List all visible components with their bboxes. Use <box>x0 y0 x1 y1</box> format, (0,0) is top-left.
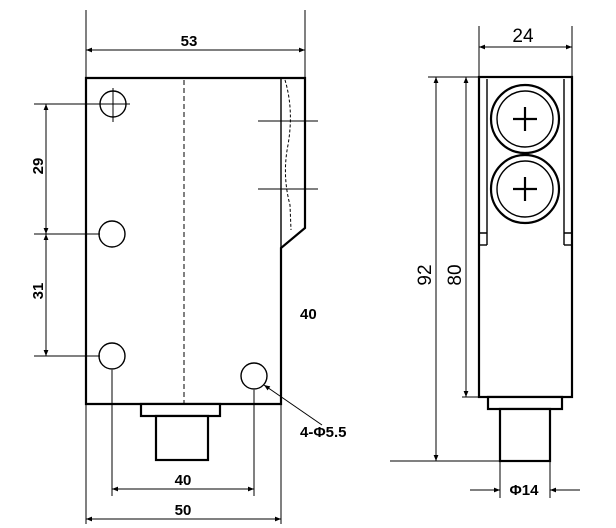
adjust-knob-bottom <box>489 153 561 225</box>
dimension-29: 29 <box>30 103 100 235</box>
dimension-80: 80 <box>445 77 479 398</box>
dimension-31: 31 <box>30 234 100 357</box>
hole-callout: 4-Φ5.5 <box>263 384 347 441</box>
side-view: 24 92 80 Φ14 <box>390 26 580 499</box>
dimension-92: 92 <box>390 76 500 462</box>
dim-label-29: 29 <box>30 158 47 175</box>
dim-label-40-bottom: 40 <box>175 472 192 489</box>
dimension-50: 50 <box>85 404 282 524</box>
front-body-outline <box>84 76 307 406</box>
dim-label-holes: 4-Φ5.5 <box>300 424 347 441</box>
front-connector-body <box>154 414 210 462</box>
dim-label-31: 31 <box>30 283 47 300</box>
adjust-knob-top <box>489 83 561 155</box>
dim-label-80: 80 <box>445 264 466 285</box>
front-connector-collar <box>139 402 222 418</box>
dim-label-50: 50 <box>175 502 192 519</box>
dim-label-phi14: Φ14 <box>510 482 540 499</box>
front-view: 53 29 31 40 4-Φ5.5 40 <box>30 10 347 524</box>
dimension-24: 24 <box>478 26 573 77</box>
dim-label-24: 24 <box>512 26 534 47</box>
dim-label-53: 53 <box>181 33 198 50</box>
dim-label-40-side: 40 <box>300 306 317 323</box>
dim-label-92: 92 <box>415 264 436 285</box>
front-hidden-profile <box>284 79 292 231</box>
dimension-phi14: Φ14 <box>470 461 580 499</box>
side-window-frame <box>479 79 572 234</box>
side-connector-body <box>498 407 552 463</box>
side-connector-collar <box>486 395 564 411</box>
mounting-hole-bottom-right <box>240 362 268 390</box>
dimension-40-bottom: 40 <box>111 370 255 496</box>
dimension-53: 53 <box>85 10 306 78</box>
